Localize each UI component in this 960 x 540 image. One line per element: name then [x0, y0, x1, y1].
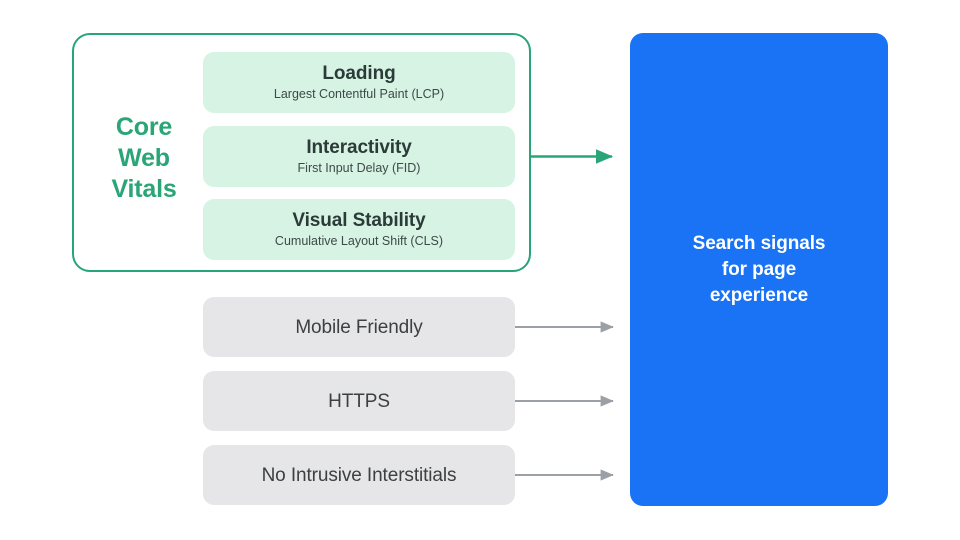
vital-card-loading[interactable]: Loading Largest Contentful Paint (LCP)	[203, 52, 515, 113]
core-web-vitals-group	[72, 33, 531, 272]
vital-card-title: Visual Stability	[292, 210, 426, 231]
signal-card-label: No Intrusive Interstitials	[261, 464, 457, 486]
vital-card-title: Loading	[322, 63, 396, 84]
vital-card-subtitle: Largest Contentful Paint (LCP)	[273, 87, 445, 101]
vital-card-interactivity[interactable]: Interactivity First Input Delay (FID)	[203, 126, 515, 187]
signal-card-label: Mobile Friendly	[295, 316, 423, 338]
core-web-vitals-group-label: Core Web Vitals	[111, 113, 177, 203]
vital-card-title: Interactivity	[306, 137, 412, 158]
signal-card-label: HTTPS	[328, 390, 390, 412]
search-signals-panel-label: Search signals for page experience	[692, 232, 826, 306]
search-signals-panel[interactable]: Search signals for page experience	[630, 33, 888, 506]
vital-card-subtitle: First Input Delay (FID)	[297, 161, 421, 175]
signal-card-https[interactable]: HTTPS	[203, 371, 515, 431]
vital-card-subtitle: Cumulative Layout Shift (CLS)	[274, 234, 444, 248]
vital-card-visual-stability[interactable]: Visual Stability Cumulative Layout Shift…	[203, 199, 515, 260]
signal-card-no-intrusive-interstitials[interactable]: No Intrusive Interstitials	[203, 445, 515, 505]
signal-card-mobile-friendly[interactable]: Mobile Friendly	[203, 297, 515, 357]
